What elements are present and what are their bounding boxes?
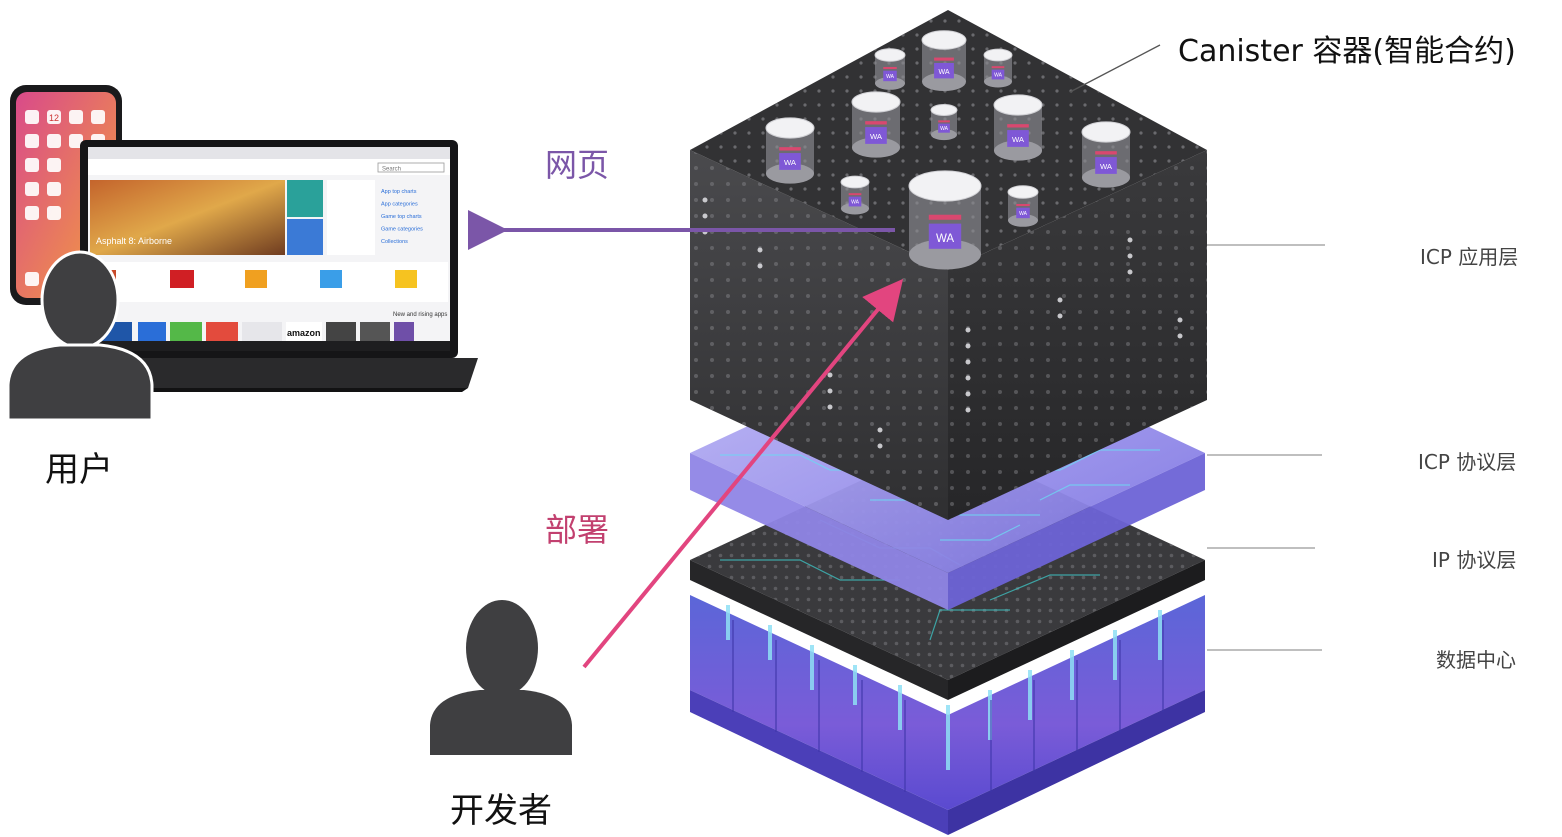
canister: WA <box>993 94 1043 161</box>
laptop-side-link: Game categories <box>381 227 423 233</box>
user-avatar <box>6 250 154 422</box>
canister-badge: WA <box>1100 162 1113 171</box>
canister-badge: WA <box>870 132 883 141</box>
canister: WA <box>930 104 958 141</box>
canister-badge: WA <box>1012 135 1025 144</box>
canister: WA <box>983 48 1013 88</box>
webpage-label: 网页 <box>545 146 610 184</box>
canister: WA <box>921 30 967 92</box>
icp-cube <box>690 10 1207 520</box>
laptop-side-link: Collections <box>381 239 408 245</box>
canister-badge: WA <box>994 73 1003 79</box>
datacenter-layer <box>690 595 1205 835</box>
canister-label: Canister 容器(智能合约) <box>1178 34 1516 69</box>
canister-badge: WA <box>851 200 860 206</box>
canister-badge: WA <box>784 158 797 167</box>
canister-badge: WA <box>936 233 954 245</box>
laptop-side-link: App top charts <box>381 189 417 195</box>
laptop-section-label: New and rising apps <box>393 312 447 318</box>
canister-badge: WA <box>886 74 895 80</box>
canister: WA <box>765 117 815 184</box>
laptop-side-link: Game top charts <box>381 214 422 220</box>
canister: WA <box>1081 121 1131 188</box>
canister: WA <box>874 48 906 90</box>
ip-protocol-label: IP 协议层 <box>1432 548 1517 572</box>
canister-group: WA WA WA WA WA WA WA WA WA WA WA <box>765 30 1131 270</box>
leader-canister <box>1069 44 1161 93</box>
laptop-search-box <box>377 162 445 173</box>
canister: WA <box>840 175 870 215</box>
canister: WA <box>908 170 982 270</box>
canister-badge: WA <box>938 69 949 76</box>
datacenter-label: 数据中心 <box>1436 648 1516 672</box>
phone-calendar-day: 12 <box>49 113 59 123</box>
laptop-search-placeholder: Search <box>382 167 401 173</box>
user-label: 用户 <box>45 450 113 490</box>
leader-lines <box>1069 44 1325 651</box>
deploy-label: 部署 <box>545 511 610 549</box>
canister: WA <box>851 91 901 158</box>
laptop-amazon-tile: amazon <box>287 328 321 338</box>
developer-label: 开发者 <box>450 791 552 831</box>
laptop-hero-image <box>90 180 285 255</box>
canister: WA <box>1007 185 1039 227</box>
laptop-side-link: App categories <box>381 202 418 208</box>
canister-badge: WA <box>940 126 949 132</box>
laptop-hero-caption: Asphalt 8: Airborne <box>96 236 172 246</box>
icp-protocol-label: ICP 协议层 <box>1418 450 1517 474</box>
deploy-arrow <box>582 278 904 669</box>
app-layer-label: ICP 应用层 <box>1420 245 1519 269</box>
canister-badge: WA <box>1019 211 1028 217</box>
laptop: Search Asphalt 8: Airborne App top chart… <box>60 140 478 392</box>
developer-avatar <box>430 600 572 755</box>
